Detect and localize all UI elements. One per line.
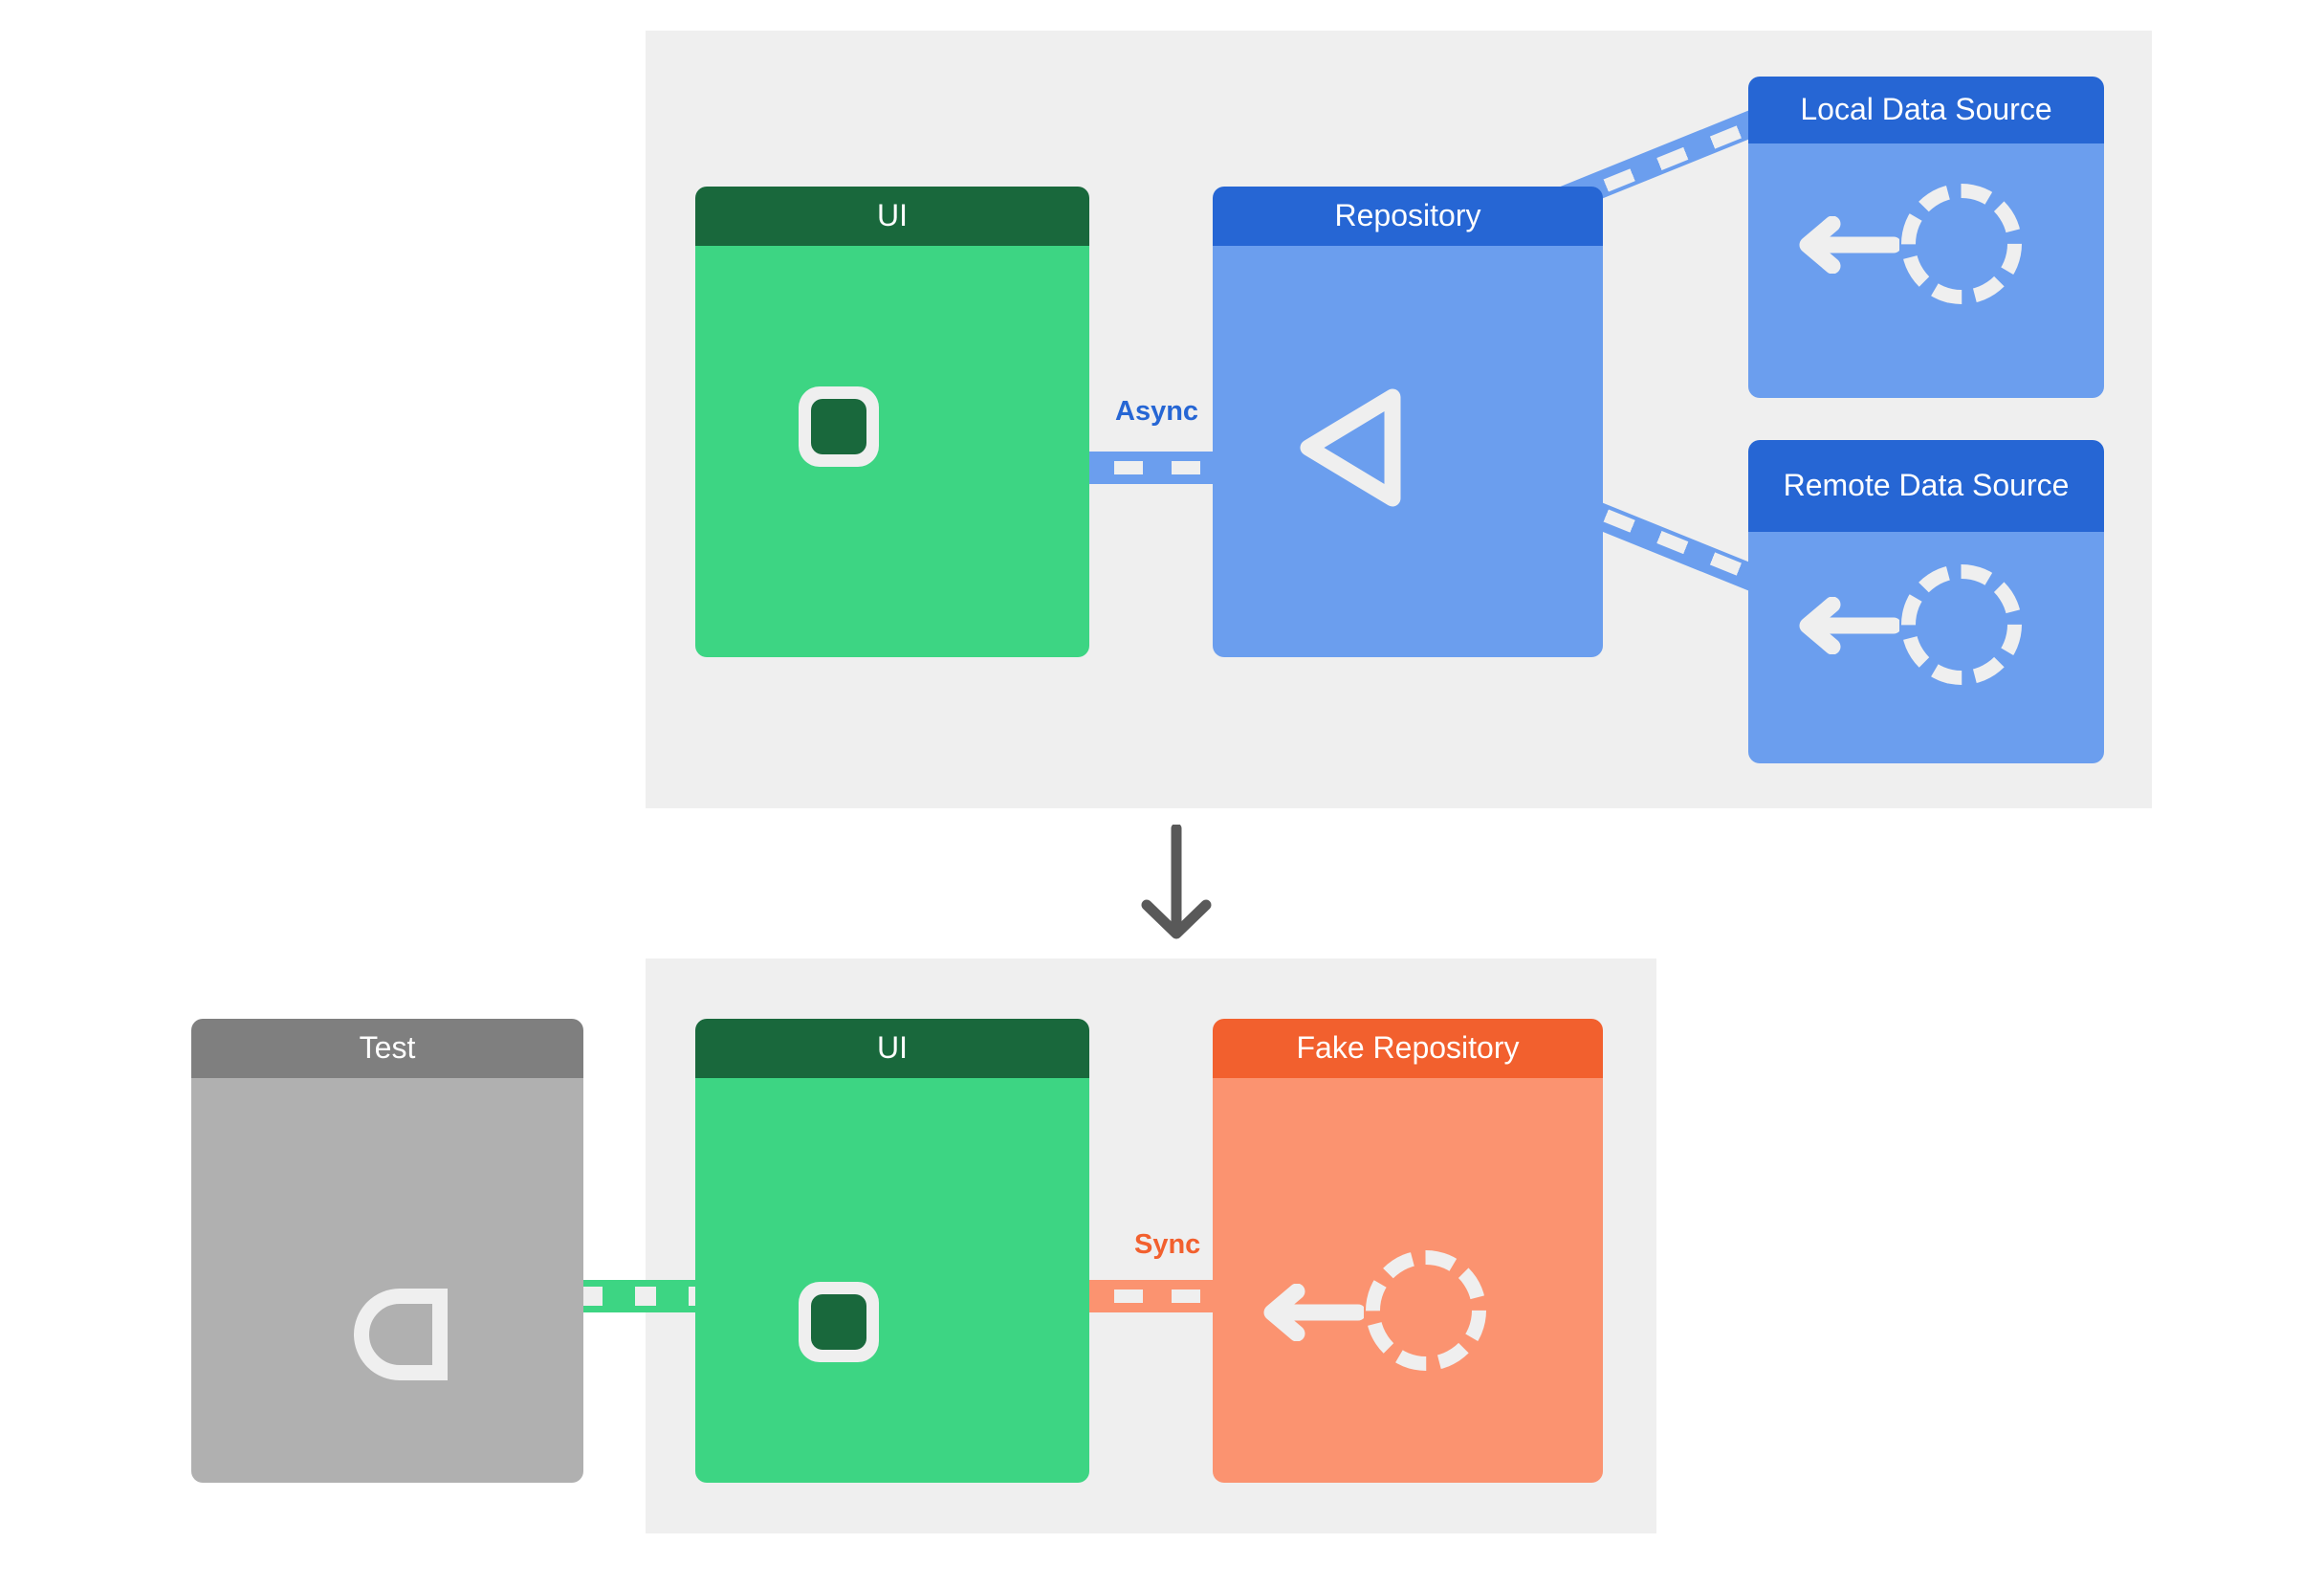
downward-arrow-icon	[1141, 825, 1212, 939]
node-fake-repository-body	[1213, 1078, 1603, 1483]
node-fake-repository[interactable]: Fake Repository	[1213, 1019, 1603, 1483]
arrow-left-icon-fake	[1263, 1284, 1364, 1341]
dashed-circle-icon-local	[1901, 184, 2022, 304]
plug-square-icon-test	[799, 1282, 879, 1362]
node-test-title: Test	[191, 1019, 583, 1078]
dashed-circle-icon-remote	[1901, 564, 2022, 685]
node-local-data-source-title: Local Data Source	[1748, 77, 2104, 143]
node-ui-test-body	[695, 1078, 1089, 1483]
node-ui-production[interactable]: UI	[695, 187, 1089, 657]
node-repository-title: Repository	[1213, 187, 1603, 246]
node-ui-test-title: UI	[695, 1019, 1089, 1078]
node-local-data-source-body	[1748, 143, 2104, 398]
node-ui-production-title: UI	[695, 187, 1089, 246]
node-remote-data-source-title: Remote Data Source	[1748, 440, 2104, 532]
node-remote-data-source[interactable]: Remote Data Source	[1748, 440, 2104, 763]
node-ui-test[interactable]: UI	[695, 1019, 1089, 1483]
merge-triangle-icon	[1300, 388, 1401, 507]
node-test[interactable]: Test	[191, 1019, 583, 1483]
edge-label-sync: Sync	[1127, 1227, 1209, 1263]
node-repository-body	[1213, 246, 1603, 657]
node-local-data-source[interactable]: Local Data Source	[1748, 77, 2104, 398]
node-fake-repository-title: Fake Repository	[1213, 1019, 1603, 1078]
socket-icon	[354, 1289, 448, 1380]
dashed-circle-icon-fake	[1366, 1250, 1486, 1371]
node-remote-data-source-body	[1748, 532, 2104, 763]
arrow-left-icon-remote	[1799, 597, 1899, 654]
node-test-body	[191, 1078, 583, 1483]
plug-square-icon	[799, 386, 879, 467]
edge-label-async: Async	[1107, 394, 1207, 430]
arrow-left-icon-local	[1799, 216, 1899, 274]
node-repository[interactable]: Repository	[1213, 187, 1603, 657]
node-ui-production-body	[695, 246, 1089, 657]
